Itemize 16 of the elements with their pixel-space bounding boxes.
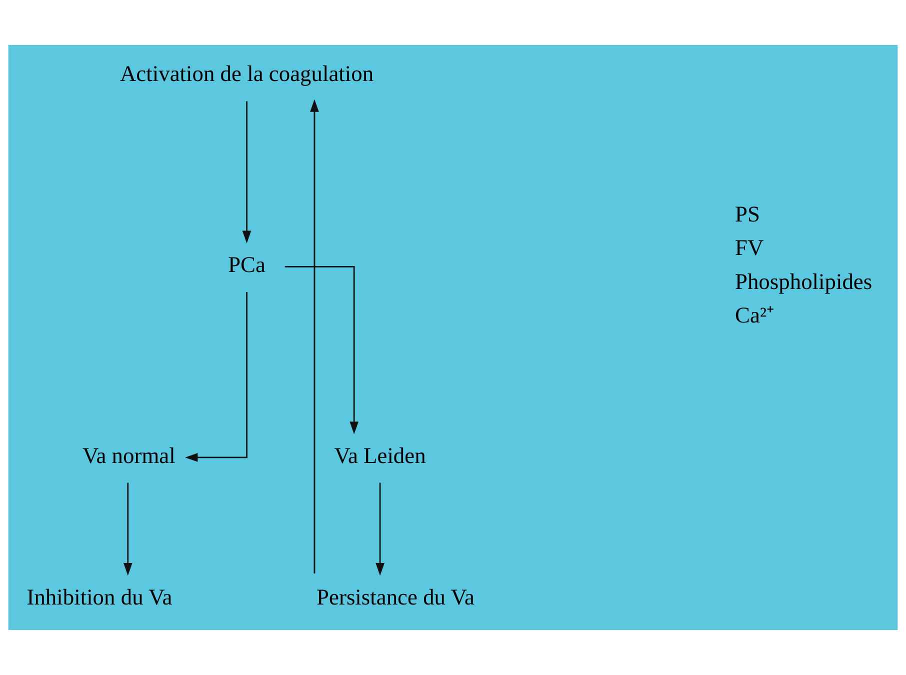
arrow bbox=[376, 482, 384, 576]
node-text: Va Leiden bbox=[334, 442, 426, 468]
label: Ca²⁺ bbox=[734, 302, 775, 328]
node-text: Inhibition du Va bbox=[26, 584, 172, 610]
arrow bbox=[242, 101, 252, 244]
node-text: Persistance du Va bbox=[316, 584, 474, 610]
node-text: Va normal bbox=[82, 442, 176, 468]
label: PS bbox=[734, 201, 760, 226]
label: Phospholipides bbox=[734, 268, 872, 294]
arrow bbox=[310, 99, 319, 574]
arrow bbox=[185, 292, 248, 462]
node-text: Activation de la coagulation bbox=[120, 61, 374, 86]
arrow bbox=[123, 482, 132, 576]
label: FV bbox=[734, 235, 764, 260]
node-text: PCa bbox=[228, 252, 266, 277]
arrow bbox=[284, 266, 359, 434]
